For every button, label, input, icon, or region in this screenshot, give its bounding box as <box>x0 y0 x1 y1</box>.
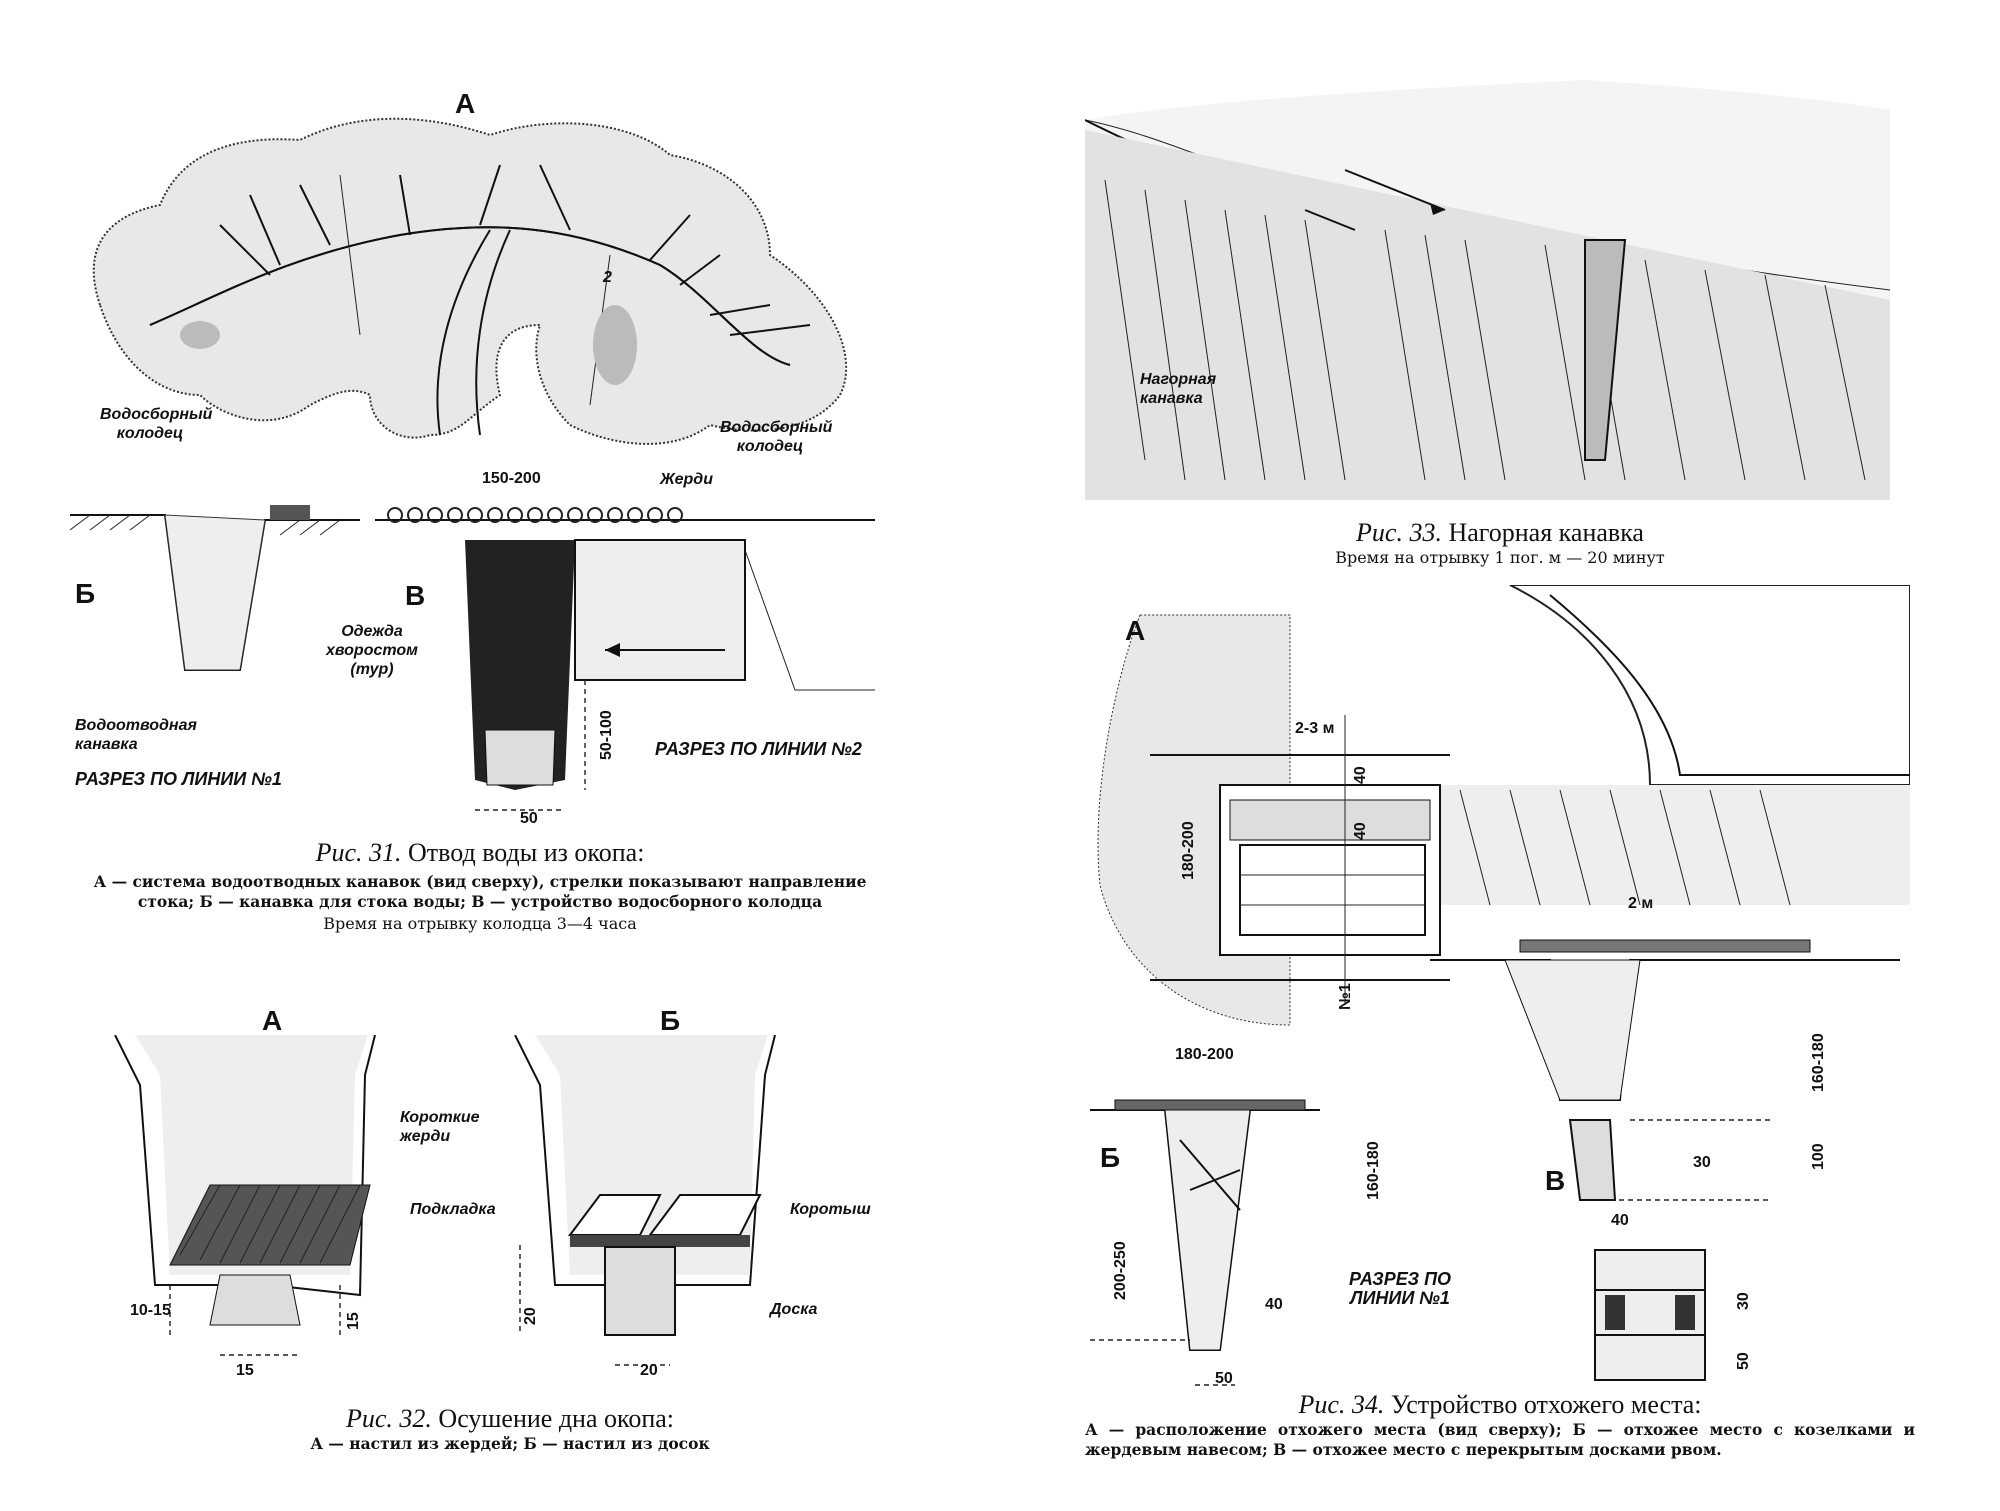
fig32-support-label: Подкладка <box>410 1201 496 1218</box>
fig34-dim-v-width: 2 м <box>1628 895 1654 912</box>
fig34-dim-b-top: 180-200 <box>1175 1046 1234 1063</box>
left-page: А 2 Водосборный колодец Водосборный коло… <box>70 88 890 1454</box>
fig31-b-section-drawing <box>70 505 360 671</box>
right-page: Нагорная канавка Рис. 33. Нагорная канав… <box>1000 0 2000 1511</box>
fig32-dim-b-height: 20 <box>522 1307 539 1325</box>
fig31-dim-depth: 50-100 <box>598 710 615 760</box>
fig32-caption: Рис. 32. Осушение дна окопа: А — настил … <box>160 1404 860 1454</box>
fig34-caption: Рис. 34. Устройство отхожего места: А — … <box>1085 1390 1915 1460</box>
fig34-label-b: Б <box>1100 1142 1121 1173</box>
fig32-dim-a-bottom: 15 <box>236 1362 254 1379</box>
fig34-dim-a-width: 2-3 м <box>1295 720 1335 737</box>
fig31-v-well-drawing <box>375 507 875 811</box>
fig34-dim-v-40: 40 <box>1611 1212 1629 1229</box>
fig34-dim-a-inner2: 40 <box>1352 822 1369 840</box>
fig32-caption-desc: А — настил из жердей; Б — настил из досо… <box>310 1434 710 1453</box>
fig31-section-2-label: РАЗРЕЗ ПО ЛИНИИ №2 <box>655 739 862 759</box>
fig34-dim-board-50: 50 <box>1735 1352 1752 1370</box>
fig34-dim-a-line: №1 <box>1337 983 1354 1010</box>
fig32-caption-title: Осушение дна окопа: <box>438 1404 674 1433</box>
fig34-dim-v-30: 30 <box>1693 1154 1711 1171</box>
fig34-label-a: А <box>1125 615 1146 646</box>
fig33-upland-ditch-drawing <box>1085 80 1890 500</box>
fig34-caption-desc: А — расположение отхожего места (вид све… <box>1085 1420 1915 1459</box>
fig31-well-left-label: Водосборный колодец <box>100 406 213 442</box>
fig32-short-poles-label: Короткие жерди <box>400 1109 480 1145</box>
fig32-b-drawing <box>514 1035 776 1366</box>
fig34-dim-b-40: 40 <box>1265 1296 1283 1313</box>
fig33-upland-ditch-label: Нагорная канавка <box>1140 371 1217 407</box>
fig31-brush-lining-label: Одежда хворостом (тур) <box>325 623 418 678</box>
fig34-dim-b-total: 200-250 <box>1112 1241 1129 1300</box>
fig34-dim-a-height: 180-200 <box>1180 821 1197 880</box>
fig31-caption-title: Отвод воды из окопа: <box>407 838 645 867</box>
fig32-a-drawing <box>114 1035 376 1356</box>
fig31-label-a: А <box>455 88 476 119</box>
fig31-poles-label: Жерди <box>660 471 713 488</box>
fig34-dim-b-50: 50 <box>1215 1370 1233 1387</box>
fig32-label-a: А <box>262 1005 283 1036</box>
fig31-top-view-drawing <box>92 117 848 445</box>
fig32-board-label: Доска <box>770 1301 818 1318</box>
fig31-drain-ditch-label: Водоотводная канавка <box>75 717 197 753</box>
fig34-a-top-view-drawing <box>1097 585 1910 1026</box>
fig31-caption-prefix: Рис. 31. <box>315 838 402 867</box>
fig31-caption: Рис. 31. Отвод воды из окопа: А — систем… <box>70 838 890 934</box>
fig34-label-v: В <box>1545 1165 1566 1196</box>
fig31-dim-bottom: 50 <box>520 810 538 827</box>
fig32-label-b: Б <box>660 1005 681 1036</box>
fig31-label-v: В <box>405 580 426 611</box>
fig34-dim-b-depth: 160-180 <box>1365 1141 1382 1200</box>
fig34-dim-v-lower: 100 <box>1810 1143 1827 1170</box>
fig32-dim-a-height: 15 <box>345 1312 362 1330</box>
fig34-caption-prefix: Рис. 34. <box>1298 1390 1385 1419</box>
fig33-caption-prefix: Рис. 33. <box>1356 518 1442 547</box>
fig33-caption: Рис. 33. Нагорная канавка Время на отрыв… <box>1100 518 1900 568</box>
fig31-section-1-label: РАЗРЕЗ ПО ЛИНИИ №1 <box>75 769 282 789</box>
fig31-well-right-label: Водосборный колодец <box>720 419 833 455</box>
fig32-dim-a-side: 10-15 <box>130 1302 171 1319</box>
fig34-board-detail-drawing <box>1594 1249 1706 1381</box>
fig34-b-section-drawing <box>1090 1099 1320 1386</box>
fig34-dim-v-depth: 160-180 <box>1810 1033 1827 1092</box>
fig31-label-b: Б <box>75 578 96 609</box>
fig33-caption-title: Нагорная канавка <box>1448 518 1644 547</box>
fig33-caption-time: Время на отрывку 1 пог. м — 20 минут <box>1335 548 1665 567</box>
fig31-num-2: 2 <box>603 269 612 286</box>
fig32-caption-prefix: Рис. 32. <box>346 1404 432 1433</box>
fig31-dim-top: 150-200 <box>482 470 541 487</box>
fig34-caption-title: Устройство отхожего места: <box>1390 1390 1702 1419</box>
fig32-dim-b-bottom: 20 <box>640 1362 658 1379</box>
fig34-dim-a-inner: 40 <box>1352 766 1369 784</box>
fig34-section-1-label: РАЗРЕЗ ПО ЛИНИИ №1 <box>1348 1269 1452 1308</box>
fig34-v-section-drawing <box>1430 939 1900 1201</box>
fig31-caption-desc: А — система водоотводных канавок (вид св… <box>93 872 867 911</box>
fig31-caption-time: Время на отрывку колодца 3—4 часа <box>323 914 637 933</box>
fig32-short-piece-label: Коротыш <box>790 1201 871 1218</box>
fig34-dim-board-30: 30 <box>1735 1292 1752 1310</box>
